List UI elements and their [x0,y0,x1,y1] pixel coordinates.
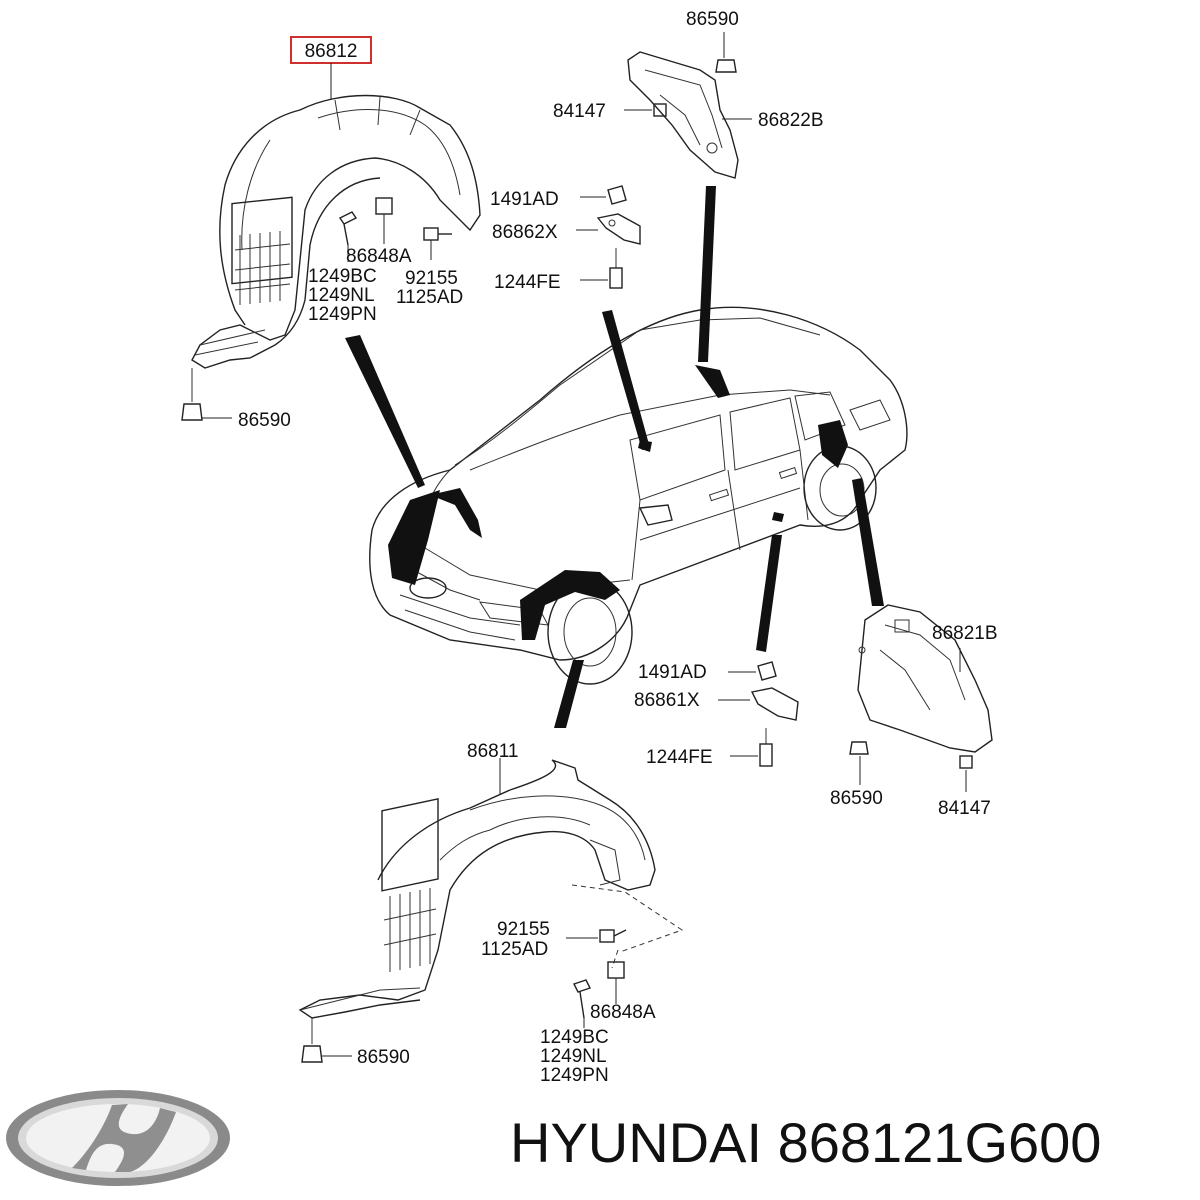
label-1125ad-top: 1125AD [396,287,463,308]
front-liner-86812 [191,94,481,369]
push-clip-86590-top-icon [715,59,737,73]
label-86821b: 86821B [932,623,998,644]
push-clip-86590-bot-icon [301,1018,323,1063]
label-86822b: 86822B [758,110,824,131]
label-1491ad-bot: 1491AD [638,662,707,683]
label-86590-top: 86590 [686,9,739,30]
bracket-86861x-icon [750,687,799,721]
leader-wedges [345,186,884,728]
clip-1491ad-top-icon [607,185,627,205]
clip-86848a-bot-icon [607,961,625,979]
rear-panel-86822b [627,51,739,179]
car-part-regions [388,365,848,640]
label-1249nl-bot: 1249NL [540,1046,607,1067]
dashed-assembly-lines [571,884,684,969]
hyundai-logo [6,1090,230,1186]
screw-1249bc-bot-icon [573,979,591,1019]
screw-1249bc-icon [338,211,358,246]
label-1249bc-bot: 1249BC [540,1027,609,1048]
label-86848a-bot: 86848A [590,1002,656,1023]
sedan-car-illustration [369,306,908,685]
label-1244fe-top: 1244FE [494,272,561,293]
label-1244fe-bot: 1244FE [646,747,713,768]
push-clip-86590-right-icon [849,741,869,755]
label-86590-right: 86590 [830,788,883,809]
label-86811: 86811 [467,741,518,762]
clip-1491ad-bot-icon [757,661,777,681]
label-1249pn-bot: 1249PN [540,1065,609,1086]
label-84147-right: 84147 [938,798,991,819]
screw-1244fe-bot-icon [759,728,773,767]
label-92155-top: 92155 [405,268,458,289]
screw-1244fe-top-icon [609,248,623,289]
front-liner-86811 [298,759,656,1019]
label-1249pn-top: 1249PN [308,304,377,325]
label-86812: 86812 [305,41,358,62]
bolt-92155-icon [423,227,452,241]
push-clip-86590-left-icon [181,368,203,421]
rear-panel-86821b [857,604,993,753]
nut-84147-top-icon [653,103,667,117]
label-86848a-top: 86848A [346,246,412,267]
label-86862x: 86862X [492,222,558,243]
label-86590-left: 86590 [238,410,291,431]
liner-grille-bottom [383,888,437,972]
clip-86848a-icon [375,197,393,215]
label-92155-bot: 92155 [497,919,550,940]
bolt-92155-bot-icon [599,929,627,943]
label-1249nl-top: 1249NL [308,285,375,306]
label-86861x: 86861X [634,690,700,711]
label-1491ad-top: 1491AD [490,189,559,210]
nut-84147-right-icon [959,755,973,769]
liner-grille [234,231,291,305]
label-1249bc-top: 1249BC [308,266,377,287]
label-84147-top: 84147 [553,101,606,122]
footer-caption: HYUNDAI 868121G600 [510,1111,1101,1174]
bracket-86862x-icon [596,213,641,245]
label-1125ad-bot: 1125AD [481,939,548,960]
label-86590-bot: 86590 [357,1047,410,1068]
